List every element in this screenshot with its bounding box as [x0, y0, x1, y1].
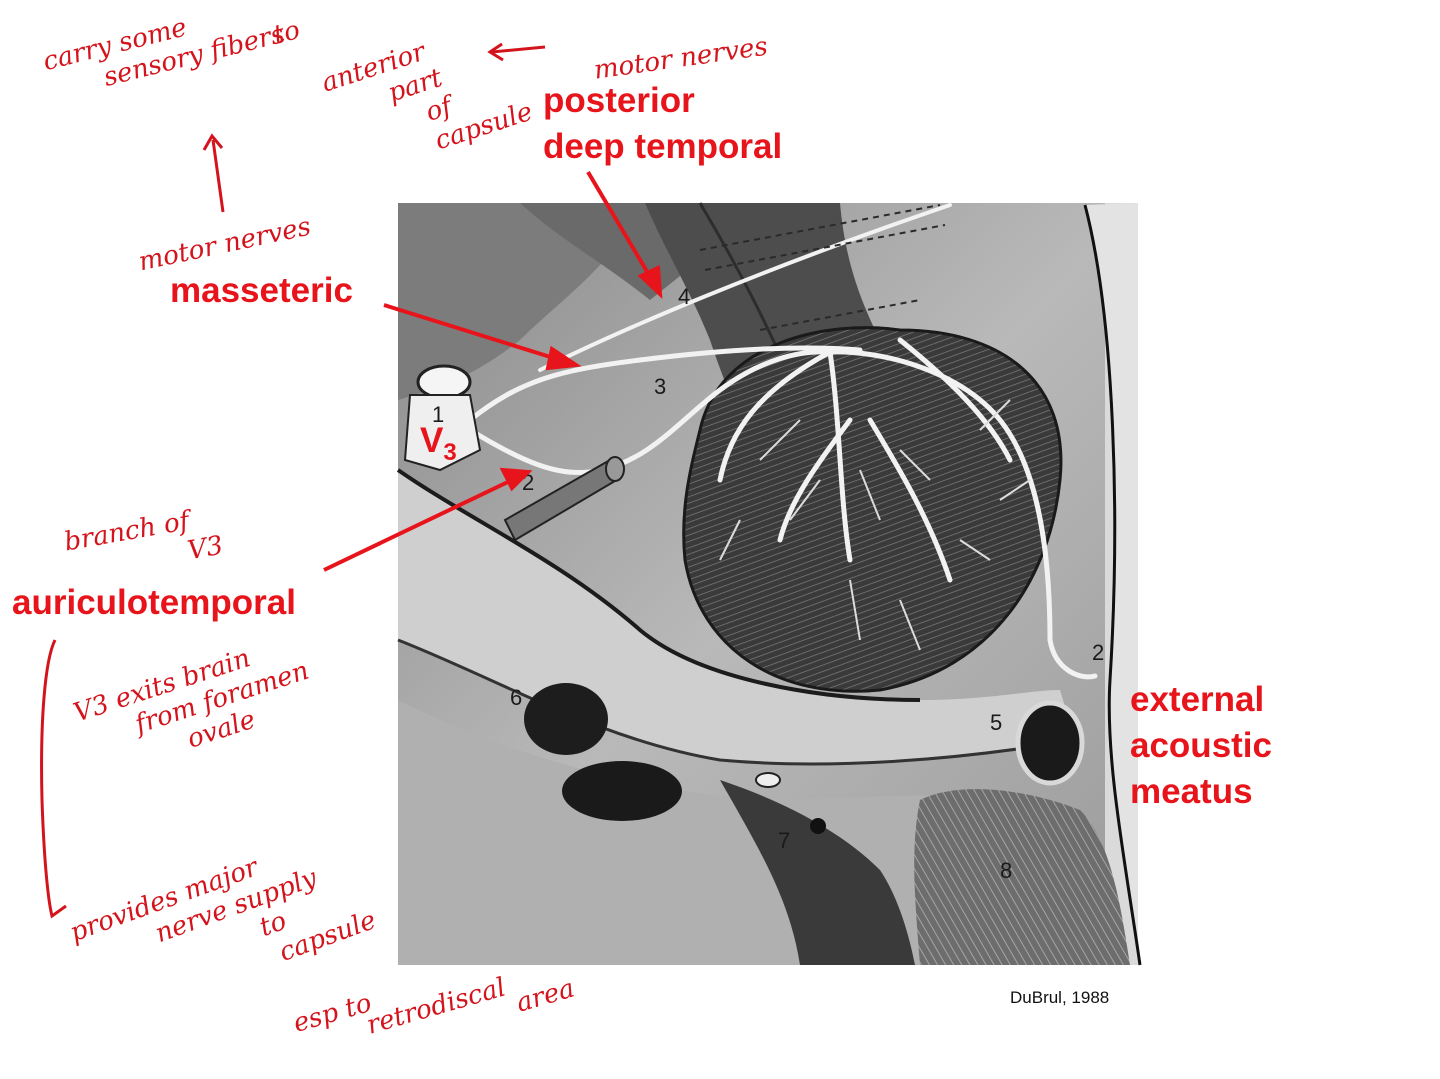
articular-capsule — [683, 327, 1061, 692]
acoustic-opening — [1015, 700, 1085, 786]
handwritten-strokes — [40, 42, 546, 919]
figure-credit: DuBrul, 1988 — [1010, 988, 1110, 1007]
temporal-region — [398, 203, 640, 400]
skin-edge — [1085, 203, 1140, 965]
hole-6 — [524, 683, 608, 755]
figure-number: 6 — [510, 685, 522, 710]
figure-number: 2 — [1092, 640, 1104, 665]
figure-number: 5 — [990, 710, 1002, 735]
mastoid-region — [914, 789, 1130, 965]
figure-number: 4 — [678, 284, 690, 309]
annotation-arrows — [323, 170, 663, 572]
label-posterior-deep-temporal: posterior deep temporal — [543, 81, 783, 166]
nerve-branches — [467, 203, 1098, 680]
label-v3: V3 — [420, 421, 457, 466]
figure-number: 3 — [654, 374, 666, 399]
figure-number: 8 — [1000, 858, 1012, 883]
foramen-ovale — [416, 364, 472, 400]
label-masseteric: masseteric — [170, 271, 353, 310]
label-external-acoustic-meatus: external acoustic meatus — [1130, 680, 1272, 811]
hole-lower — [562, 761, 682, 821]
label-auriculotemporal: auriculotemporal — [12, 583, 296, 622]
figure-number: 1 — [432, 402, 444, 427]
figure-number: 7 — [778, 828, 790, 853]
